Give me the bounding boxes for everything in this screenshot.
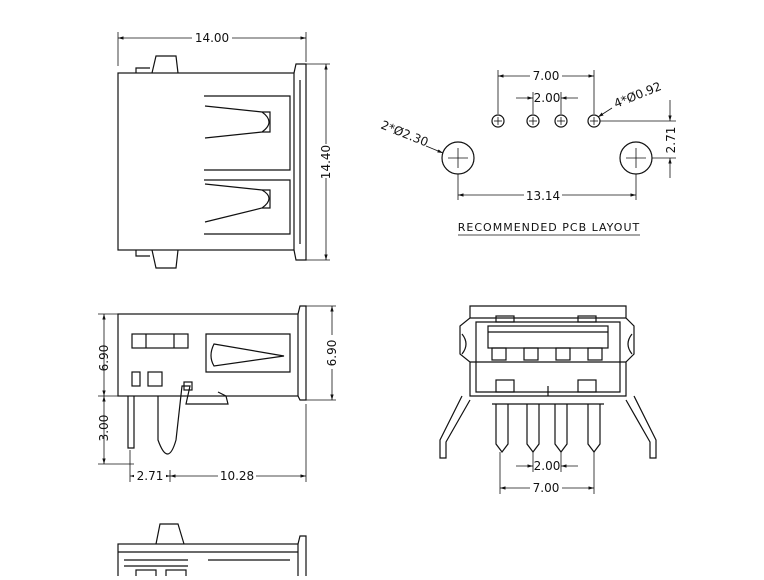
pcb-pin-holes <box>491 114 601 128</box>
pcb-pin-pitch-label: 2.00 <box>534 91 561 105</box>
side-pin-length-label: 3.00 <box>97 415 111 442</box>
pcb-pin-hole-label: 4*Ø0.92 <box>612 79 663 111</box>
front-pin-pitch-label: 2.00 <box>534 459 561 473</box>
front-pin-span-label: 7.00 <box>533 481 560 495</box>
front-pins <box>495 404 601 453</box>
side-height-left-label: 6.90 <box>97 345 111 372</box>
top-height-label: 14.40 <box>319 145 333 179</box>
bottom-view-partial <box>117 523 307 580</box>
front-view: 2.00 7.00 <box>439 305 657 495</box>
front-tongue <box>487 325 609 349</box>
side-view: 6.90 3.00 6.90 2.71 10.28 <box>97 305 339 483</box>
pcb-caption: RECOMMENDED PCB LAYOUT <box>458 221 640 234</box>
side-front-offset-label: 2.71 <box>137 469 164 483</box>
pcb-pin-span-label: 7.00 <box>533 69 560 83</box>
pcb-mount-hole-label: 2*Ø2.30 <box>379 118 430 150</box>
pcb-row-offset-label: 2.71 <box>664 127 678 154</box>
pcb-mount-span-label: 13.14 <box>526 189 560 203</box>
side-height-right-label: 6.90 <box>325 340 339 367</box>
pcb-layout: 7.00 2.00 4*Ø0.92 2*Ø2.30 13.14 <box>379 68 678 236</box>
side-body <box>117 313 299 397</box>
top-width-label: 14.00 <box>195 31 229 45</box>
top-body <box>117 72 295 251</box>
top-view: 14.00 14.40 <box>117 30 333 269</box>
side-depth-label: 10.28 <box>220 469 254 483</box>
